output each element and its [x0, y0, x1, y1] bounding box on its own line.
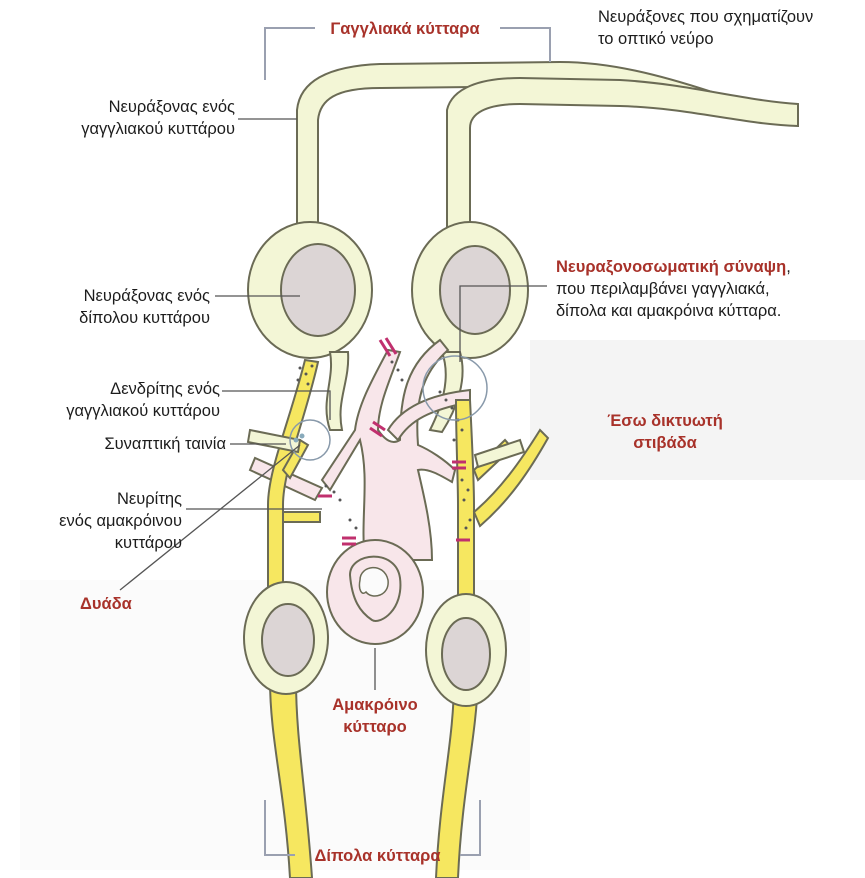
label-bipolar-cells: Δίπολα κύτταρα: [285, 845, 470, 867]
label-amacrine-neurite: Νευρίτης ενός αμακρόινου κυττάρου: [20, 488, 182, 554]
label-axosomatic-synapse-comma: ,: [786, 258, 791, 276]
label-axosomatic-synapse-line2: που περιλαμβάνει γαγγλιακά,: [556, 278, 791, 300]
label-amacrine-cell-line2: κύτταρο: [320, 716, 430, 738]
label-amacrine-cell-line1: Αμακρόινο: [320, 694, 430, 716]
label-bipolar-axon-line2: δίπολου κυττάρου: [20, 307, 210, 329]
label-ganglion-axon: Νευράξονας ενός γαγγλιακού κυττάρου: [40, 96, 235, 140]
label-axosomatic-synapse-title: Νευραξονοσωματική σύναψη: [556, 258, 786, 276]
label-inner-plexiform-line1: Έσω δικτυωτή: [600, 410, 730, 432]
label-amacrine-neurite-line2: ενός αμακρόινου: [20, 510, 182, 532]
label-ganglion-dendrite-line2: γαγγλιακού κυττάρου: [30, 400, 220, 422]
amacrine-cell-body: [327, 540, 423, 644]
label-ganglion-dendrite-line1: Δενδρίτης ενός: [30, 378, 220, 400]
label-optic-nerve-axons: Νευράξονες που σχηματίζουν το οπτικό νεύ…: [598, 6, 813, 50]
label-ganglion-axon-line2: γαγγλιακού κυττάρου: [40, 118, 235, 140]
label-inner-plexiform: Έσω δικτυωτή στιβάδα: [600, 410, 730, 454]
label-ganglion-cells: Γαγγλιακά κύτταρα: [310, 18, 500, 40]
label-amacrine-cell: Αμακρόινο κύτταρο: [320, 694, 430, 738]
ganglion-nuclei: [281, 244, 510, 336]
label-optic-nerve-axons-line2: το οπτικό νεύρο: [598, 28, 813, 50]
label-amacrine-neurite-line3: κυττάρου: [20, 532, 182, 554]
label-axosomatic-synapse: Νευραξονοσωματική σύναψη, που περιλαμβάν…: [556, 256, 791, 322]
label-optic-nerve-axons-line1: Νευράξονες που σχηματίζουν: [598, 6, 813, 28]
label-inner-plexiform-line2: στιβάδα: [600, 432, 730, 454]
label-bipolar-axon-line1: Νευράξονας ενός: [20, 285, 210, 307]
label-bipolar-axon: Νευράξονας ενός δίπολου κυττάρου: [20, 285, 210, 329]
label-amacrine-neurite-line1: Νευρίτης: [20, 488, 182, 510]
label-axosomatic-synapse-line3: δίπολα και αμακρόινα κύτταρα.: [556, 300, 791, 322]
label-ganglion-dendrite: Δενδρίτης ενός γαγγλιακού κυττάρου: [30, 378, 220, 422]
optic-nerve-axons: [297, 62, 798, 248]
label-ganglion-axon-line1: Νευράξονας ενός: [40, 96, 235, 118]
label-synaptic-ribbon: Συναπτική ταινία: [30, 433, 226, 455]
label-dyad: Δυάδα: [80, 593, 132, 615]
